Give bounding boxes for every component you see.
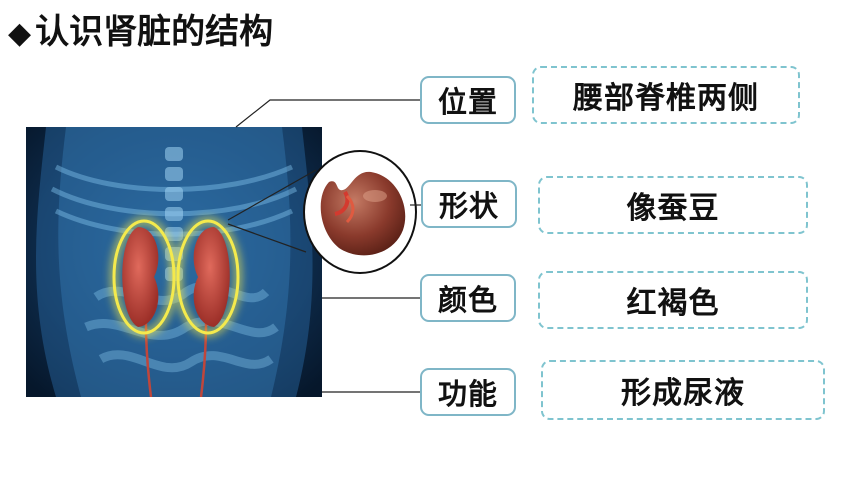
label-location-text: 位置 <box>437 85 498 119</box>
value-shape: 像蚕豆 <box>538 176 808 234</box>
right-kidney-icon <box>173 216 243 338</box>
slide-title: ◆认识肾脏的结构 <box>8 10 273 56</box>
slide-title-text: 认识肾脏的结构 <box>35 12 274 52</box>
label-location: 位置 <box>420 76 516 124</box>
value-function: 形成尿液 <box>541 360 825 420</box>
kidney-closeup-image <box>303 150 417 274</box>
value-color-text: 红褐色 <box>626 286 720 321</box>
value-location: 腰部脊椎两侧 <box>532 66 800 124</box>
value-color: 红褐色 <box>538 271 808 329</box>
label-function: 功能 <box>420 368 516 416</box>
label-shape: 形状 <box>421 180 517 228</box>
label-shape-text: 形状 <box>438 189 499 223</box>
value-location-text: 腰部脊椎两侧 <box>573 81 759 116</box>
label-color-text: 颜色 <box>437 283 498 317</box>
kidney-anatomy-image <box>26 127 322 397</box>
diamond-bullet-icon: ◆ <box>8 16 32 51</box>
value-function-text: 形成尿液 <box>621 376 745 411</box>
label-color: 颜色 <box>420 274 516 322</box>
label-function-text: 功能 <box>437 377 498 411</box>
value-shape-text: 像蚕豆 <box>626 191 720 226</box>
